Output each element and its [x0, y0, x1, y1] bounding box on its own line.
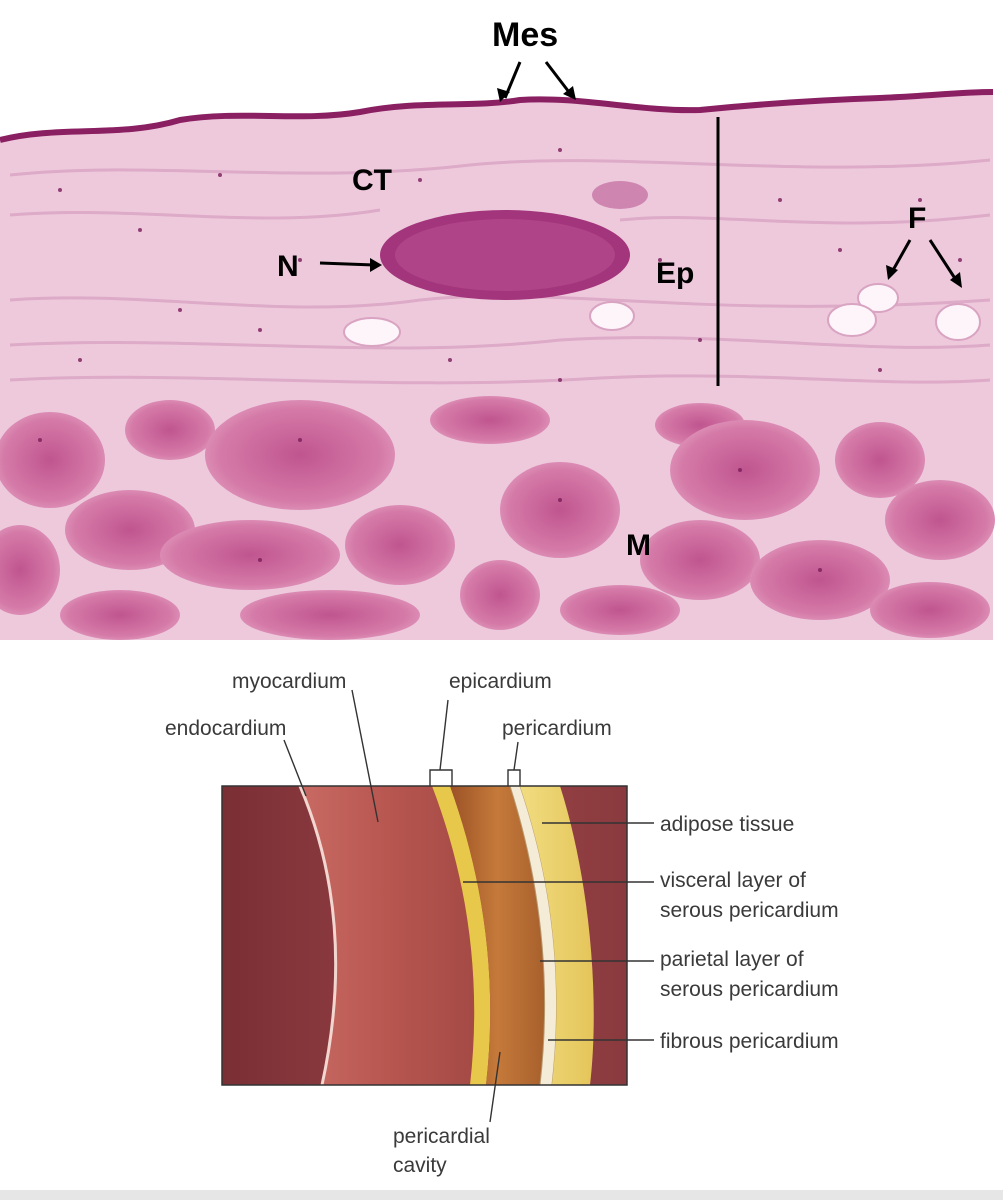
- label-m: M: [626, 529, 651, 562]
- label-adipose-tissue: adipose tissue: [660, 813, 794, 836]
- leader-cavity: [489, 1051, 501, 1123]
- label-cavity-line2: cavity: [393, 1154, 447, 1177]
- label-parietal-line2: serous pericardium: [660, 978, 839, 1001]
- label-fibrous-pericardium: fibrous pericardium: [660, 1030, 839, 1053]
- label-n: N: [277, 250, 299, 283]
- label-ct: CT: [352, 164, 392, 197]
- mes-arrows: [497, 61, 576, 102]
- label-parietal-line1: parietal layer of: [660, 948, 804, 971]
- endocardium-line: [298, 786, 338, 1085]
- bottom-strip: [0, 1190, 1003, 1200]
- epicardium-bracket: [429, 769, 453, 786]
- histology-micrograph: Mes CT N Ep F M: [0, 16, 995, 640]
- heart-wall-diagram: myocardium epicardium endocardium perica…: [165, 670, 839, 1177]
- label-myocardium: myocardium: [232, 670, 346, 693]
- f-arrows: [886, 239, 962, 288]
- leader-epicardium: [439, 699, 449, 771]
- pericardium-bracket: [507, 769, 521, 786]
- label-visceral-line1: visceral layer of: [660, 869, 806, 892]
- fat-cells: [343, 283, 981, 347]
- myocardial-muscle-bundles: [0, 396, 995, 640]
- label-epicardium: epicardium: [449, 670, 552, 693]
- leader-myocardium: [351, 689, 379, 823]
- adipose-band: [520, 786, 594, 1085]
- nuclei-dots: [38, 148, 962, 572]
- label-endocardium: endocardium: [165, 717, 286, 740]
- diagram-frame: [221, 785, 628, 1086]
- label-visceral-line2: serous pericardium: [660, 899, 839, 922]
- collagen-fibers: [9, 158, 991, 385]
- visceral-layer-band: [432, 786, 491, 1085]
- mesothelium-layer: [0, 89, 994, 143]
- label-f: F: [908, 202, 926, 235]
- n-arrow: [319, 258, 382, 272]
- label-cavity-line1: pericardial: [393, 1125, 490, 1148]
- pericardial-cavity-band: [450, 786, 545, 1085]
- leader-endocardium: [283, 739, 307, 797]
- label-mes: Mes: [492, 16, 558, 54]
- label-pericardium: pericardium: [502, 717, 612, 740]
- myocardium-band: [300, 786, 475, 1085]
- label-ep: Ep: [656, 257, 694, 290]
- leader-pericardium: [513, 741, 519, 771]
